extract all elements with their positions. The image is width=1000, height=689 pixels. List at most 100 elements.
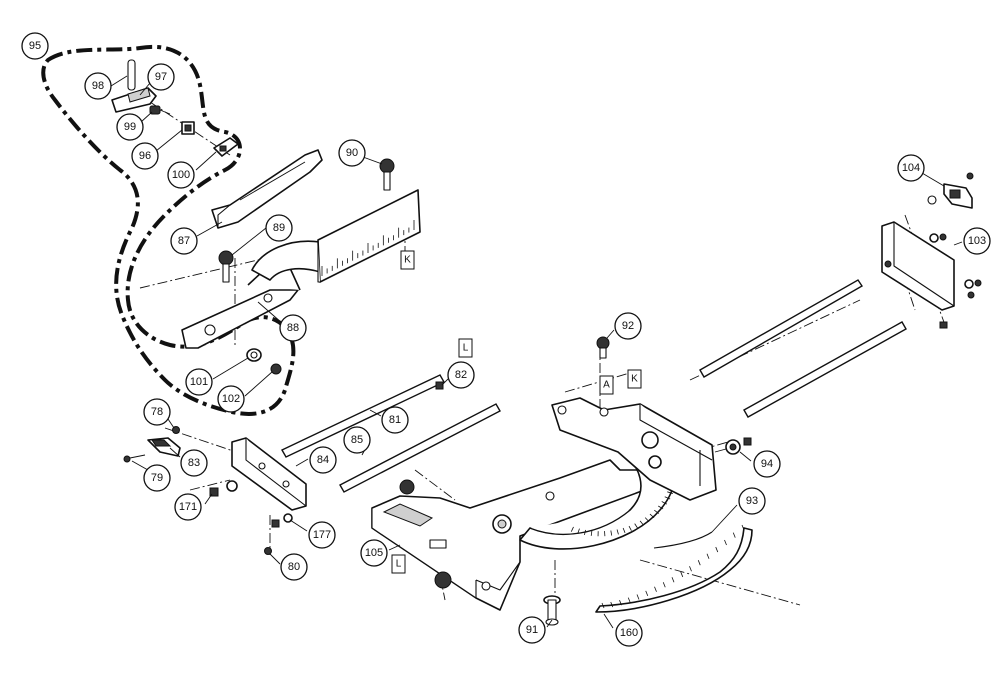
scale-tick	[610, 530, 613, 536]
callout-104: 104	[897, 154, 925, 182]
callout-105: 105	[360, 539, 388, 567]
part-89-screw	[218, 250, 234, 283]
svg-text:105: 105	[365, 547, 383, 559]
part-85-rod	[339, 403, 501, 493]
callout-81: 81	[381, 406, 409, 434]
callout-95: 95	[21, 32, 49, 60]
scale-tick	[584, 529, 587, 536]
callout-96: 96	[131, 142, 159, 170]
long-rod-lower	[743, 321, 907, 418]
part-99-screw	[149, 105, 171, 115]
scale-tick	[680, 571, 684, 578]
callout-79: 79	[143, 464, 171, 492]
part-88-lower-fence	[181, 240, 321, 349]
svg-text:82: 82	[455, 369, 467, 381]
part-84-end-plate	[231, 437, 307, 511]
leader-lines	[110, 75, 963, 629]
callout-87: 87	[170, 227, 198, 255]
scale-tick	[661, 501, 668, 505]
svg-text:92: 92	[622, 320, 634, 332]
scale-tick	[590, 530, 593, 536]
svg-text:L: L	[463, 343, 469, 354]
callout-85: 85	[343, 426, 371, 454]
scale-tick	[627, 597, 631, 603]
scale-tick	[570, 526, 574, 532]
part-97-lever	[111, 87, 157, 113]
svg-text:78: 78	[151, 406, 163, 418]
svg-text:96: 96	[139, 150, 151, 162]
scale-fence	[317, 189, 421, 283]
callout-97: 97	[147, 63, 175, 91]
callout-100: 100	[167, 161, 195, 189]
scale-tick	[658, 505, 664, 510]
callout-91: 91	[518, 616, 546, 644]
svg-text:177: 177	[313, 529, 331, 541]
scale-tick	[715, 546, 719, 553]
callout-84: 84	[309, 446, 337, 474]
callout-177: 177	[308, 521, 336, 549]
callout-83: 83	[180, 449, 208, 477]
part-91-bolt	[543, 595, 561, 626]
knob-left-top	[399, 479, 415, 495]
svg-text:79: 79	[151, 472, 163, 484]
callout-103: 103	[963, 227, 991, 255]
part-102-nut	[270, 363, 282, 375]
callout-82: 82	[447, 361, 475, 389]
part-90-screw	[379, 158, 395, 191]
svg-text:94: 94	[761, 458, 773, 470]
callout-92: 92	[614, 312, 642, 340]
callout-101: 101	[185, 368, 213, 396]
svg-text:85: 85	[351, 434, 363, 446]
callout-93: 93	[738, 487, 766, 515]
scale-tick	[636, 594, 640, 600]
part-98-pin	[127, 59, 136, 91]
svg-text:81: 81	[389, 414, 401, 426]
svg-text:171: 171	[179, 501, 197, 513]
part-80-nut	[264, 547, 272, 555]
reference-tag-a-base: A	[599, 375, 614, 395]
scale-tick	[577, 528, 580, 534]
svg-text:K: K	[404, 255, 411, 266]
svg-text:103: 103	[968, 235, 986, 247]
svg-text:L: L	[396, 559, 402, 570]
svg-text:101: 101	[190, 376, 208, 388]
callout-160: 160	[615, 619, 643, 647]
scale-tick	[634, 523, 638, 529]
reference-tag-l-base: L	[391, 554, 406, 574]
scale-tick	[619, 600, 622, 606]
part-160-scale	[595, 524, 753, 613]
scale-tick	[671, 577, 675, 583]
long-rod-upper	[699, 279, 863, 378]
callout-88: 88	[279, 314, 307, 342]
svg-text:90: 90	[346, 147, 358, 159]
svg-text:93: 93	[746, 495, 758, 507]
scale-tick	[644, 517, 650, 522]
part-83-handle	[147, 437, 181, 457]
part-177-fasteners	[271, 513, 293, 528]
callout-102: 102	[217, 385, 245, 413]
scale-tick	[654, 586, 657, 592]
part-103-fasteners	[929, 233, 982, 329]
scale-tick	[628, 525, 632, 531]
svg-text:100: 100	[172, 169, 190, 181]
scale-tick	[610, 601, 614, 608]
svg-text:87: 87	[178, 235, 190, 247]
rod-end-nut	[743, 437, 752, 446]
reference-tag-l-rod: L	[458, 338, 473, 358]
svg-text:91: 91	[526, 624, 538, 636]
scale-tick	[654, 509, 660, 514]
svg-text:88: 88	[287, 322, 299, 334]
callout-78: 78	[143, 398, 171, 426]
scale-tick	[662, 582, 666, 588]
part-93-pointer	[653, 531, 713, 549]
part-79-screw	[123, 454, 146, 463]
scale-tick	[622, 527, 626, 533]
callout-80: 80	[280, 553, 308, 581]
scale-tick	[724, 539, 727, 546]
scale-tick	[689, 566, 692, 572]
reference-tag-k-fence: K	[400, 250, 415, 270]
callout-90: 90	[338, 139, 366, 167]
scale-tick	[616, 529, 619, 535]
svg-text:95: 95	[29, 40, 41, 52]
scale-tick	[706, 553, 710, 559]
